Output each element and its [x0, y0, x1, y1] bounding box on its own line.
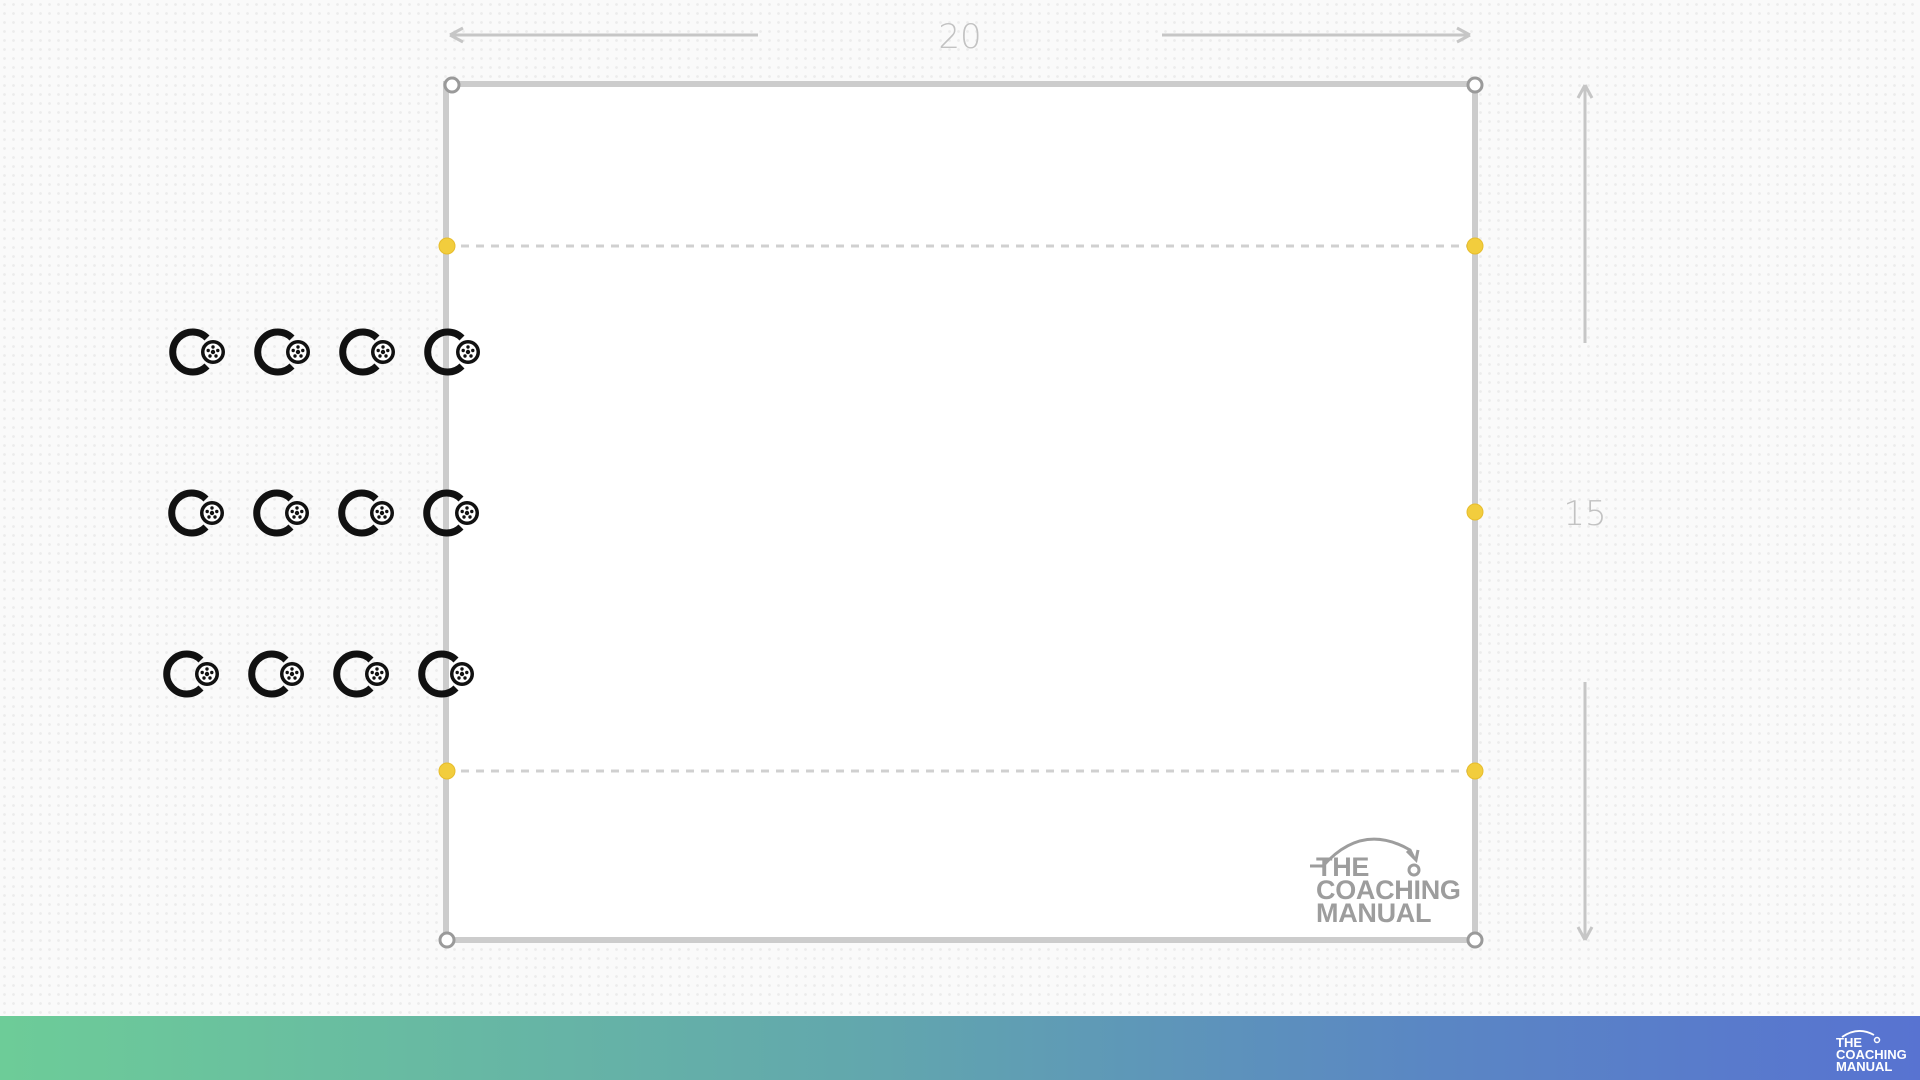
footer-logo-line-3: MANUAL: [1836, 1059, 1892, 1074]
width-arrowhead-right: [1456, 26, 1471, 44]
logo-ball-icon: [1407, 863, 1421, 877]
cone-bottom-right: [1466, 762, 1484, 780]
pitch: [438, 76, 1484, 949]
height-dimension: 15: [1563, 84, 1607, 941]
cone-top-right: [1466, 237, 1484, 255]
cone-middle-right: [1466, 503, 1484, 521]
height-arrowhead-bottom: [1576, 926, 1594, 941]
corner-marker-top-left: [443, 76, 461, 94]
corner-marker-bottom-left: [438, 931, 456, 949]
player-row-1: [173, 332, 480, 372]
player-with-ball-icon: [167, 654, 219, 694]
players-group: [167, 332, 480, 694]
player-with-ball-icon: [343, 332, 395, 372]
player-with-ball-icon: [173, 332, 225, 372]
logo-line-3: MANUAL: [1316, 898, 1431, 928]
cone-bottom-left: [438, 762, 456, 780]
footer-logo-arrow-icon: [1841, 1030, 1875, 1038]
logo-line-1: THE: [1316, 852, 1369, 882]
height-label: 15: [1563, 494, 1606, 534]
player-with-ball-icon: [342, 493, 394, 533]
corner-marker-bottom-right: [1466, 931, 1484, 949]
player-with-ball-icon: [257, 493, 309, 533]
width-dimension: 20: [449, 17, 1471, 57]
corner-marker-top-right: [1466, 76, 1484, 94]
pitch-area: [443, 81, 1478, 943]
footer-logo-line-1: THE: [1836, 1035, 1862, 1050]
player-with-ball-icon: [258, 332, 310, 372]
height-arrowhead-top: [1576, 84, 1594, 99]
player-row-3: [167, 654, 474, 694]
player-row-2: [172, 493, 479, 533]
player-with-ball-icon: [252, 654, 304, 694]
width-label: 20: [938, 17, 981, 57]
player-with-ball-icon: [172, 493, 224, 533]
logo-arrow-icon: [1321, 837, 1416, 867]
logo-line-2: COACHING: [1316, 875, 1461, 905]
footer-logo-line-2: COACHING: [1836, 1047, 1907, 1062]
footer-bar: THE COACHING MANUAL: [0, 1016, 1920, 1080]
coaching-manual-logo: THE COACHING MANUAL: [1310, 837, 1461, 928]
footer-logo: THE COACHING MANUAL: [1836, 1030, 1907, 1074]
footer-logo-ball-icon: [1873, 1036, 1881, 1044]
player-with-ball-icon: [337, 654, 389, 694]
cone-top-left: [438, 237, 456, 255]
width-arrowhead-left: [449, 26, 464, 44]
